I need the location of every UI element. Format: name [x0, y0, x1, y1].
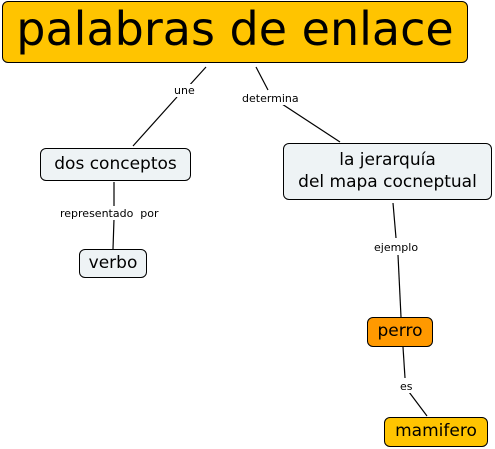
concept-jerarquia[interactable]: la jerarquía del mapa cocneptual	[283, 143, 492, 200]
connector-jerarquia-ejemplo	[392, 202, 397, 239]
concept-verbo-text: verbo	[88, 252, 138, 273]
title-text: palabras de enlace	[16, 2, 454, 56]
connector-title-determina	[255, 66, 269, 91]
connector-determina-jerarquia	[281, 103, 341, 143]
link-label-representado-por[interactable]: representado por	[58, 207, 161, 220]
connector-une-dos-conceptos	[132, 96, 178, 147]
connector-es-mamifero	[408, 391, 428, 417]
link-label-determina[interactable]: determina	[240, 92, 301, 105]
concept-perro-text: perro	[377, 321, 423, 342]
title-node[interactable]: palabras de enlace	[2, 1, 468, 63]
concept-perro[interactable]: perro	[367, 317, 433, 347]
connector-representado-verbo	[112, 218, 115, 250]
concept-jerarquia-line1: la jerarquía	[339, 150, 436, 171]
connector-perro-es	[402, 346, 406, 379]
concept-jerarquia-line2: del mapa cocneptual	[298, 171, 477, 192]
concept-dos-conceptos[interactable]: dos conceptos	[40, 148, 191, 181]
concept-mamifero-text: mamifero	[395, 421, 477, 442]
connector-ejemplo-perro	[397, 254, 402, 318]
concept-mamifero[interactable]: mamifero	[384, 417, 488, 447]
link-label-une[interactable]: une	[172, 84, 197, 97]
concept-verbo[interactable]: verbo	[79, 249, 147, 278]
concept-dos-conceptos-text: dos conceptos	[54, 153, 177, 174]
link-label-ejemplo[interactable]: ejemplo	[372, 241, 421, 254]
link-label-es[interactable]: es	[398, 380, 415, 393]
